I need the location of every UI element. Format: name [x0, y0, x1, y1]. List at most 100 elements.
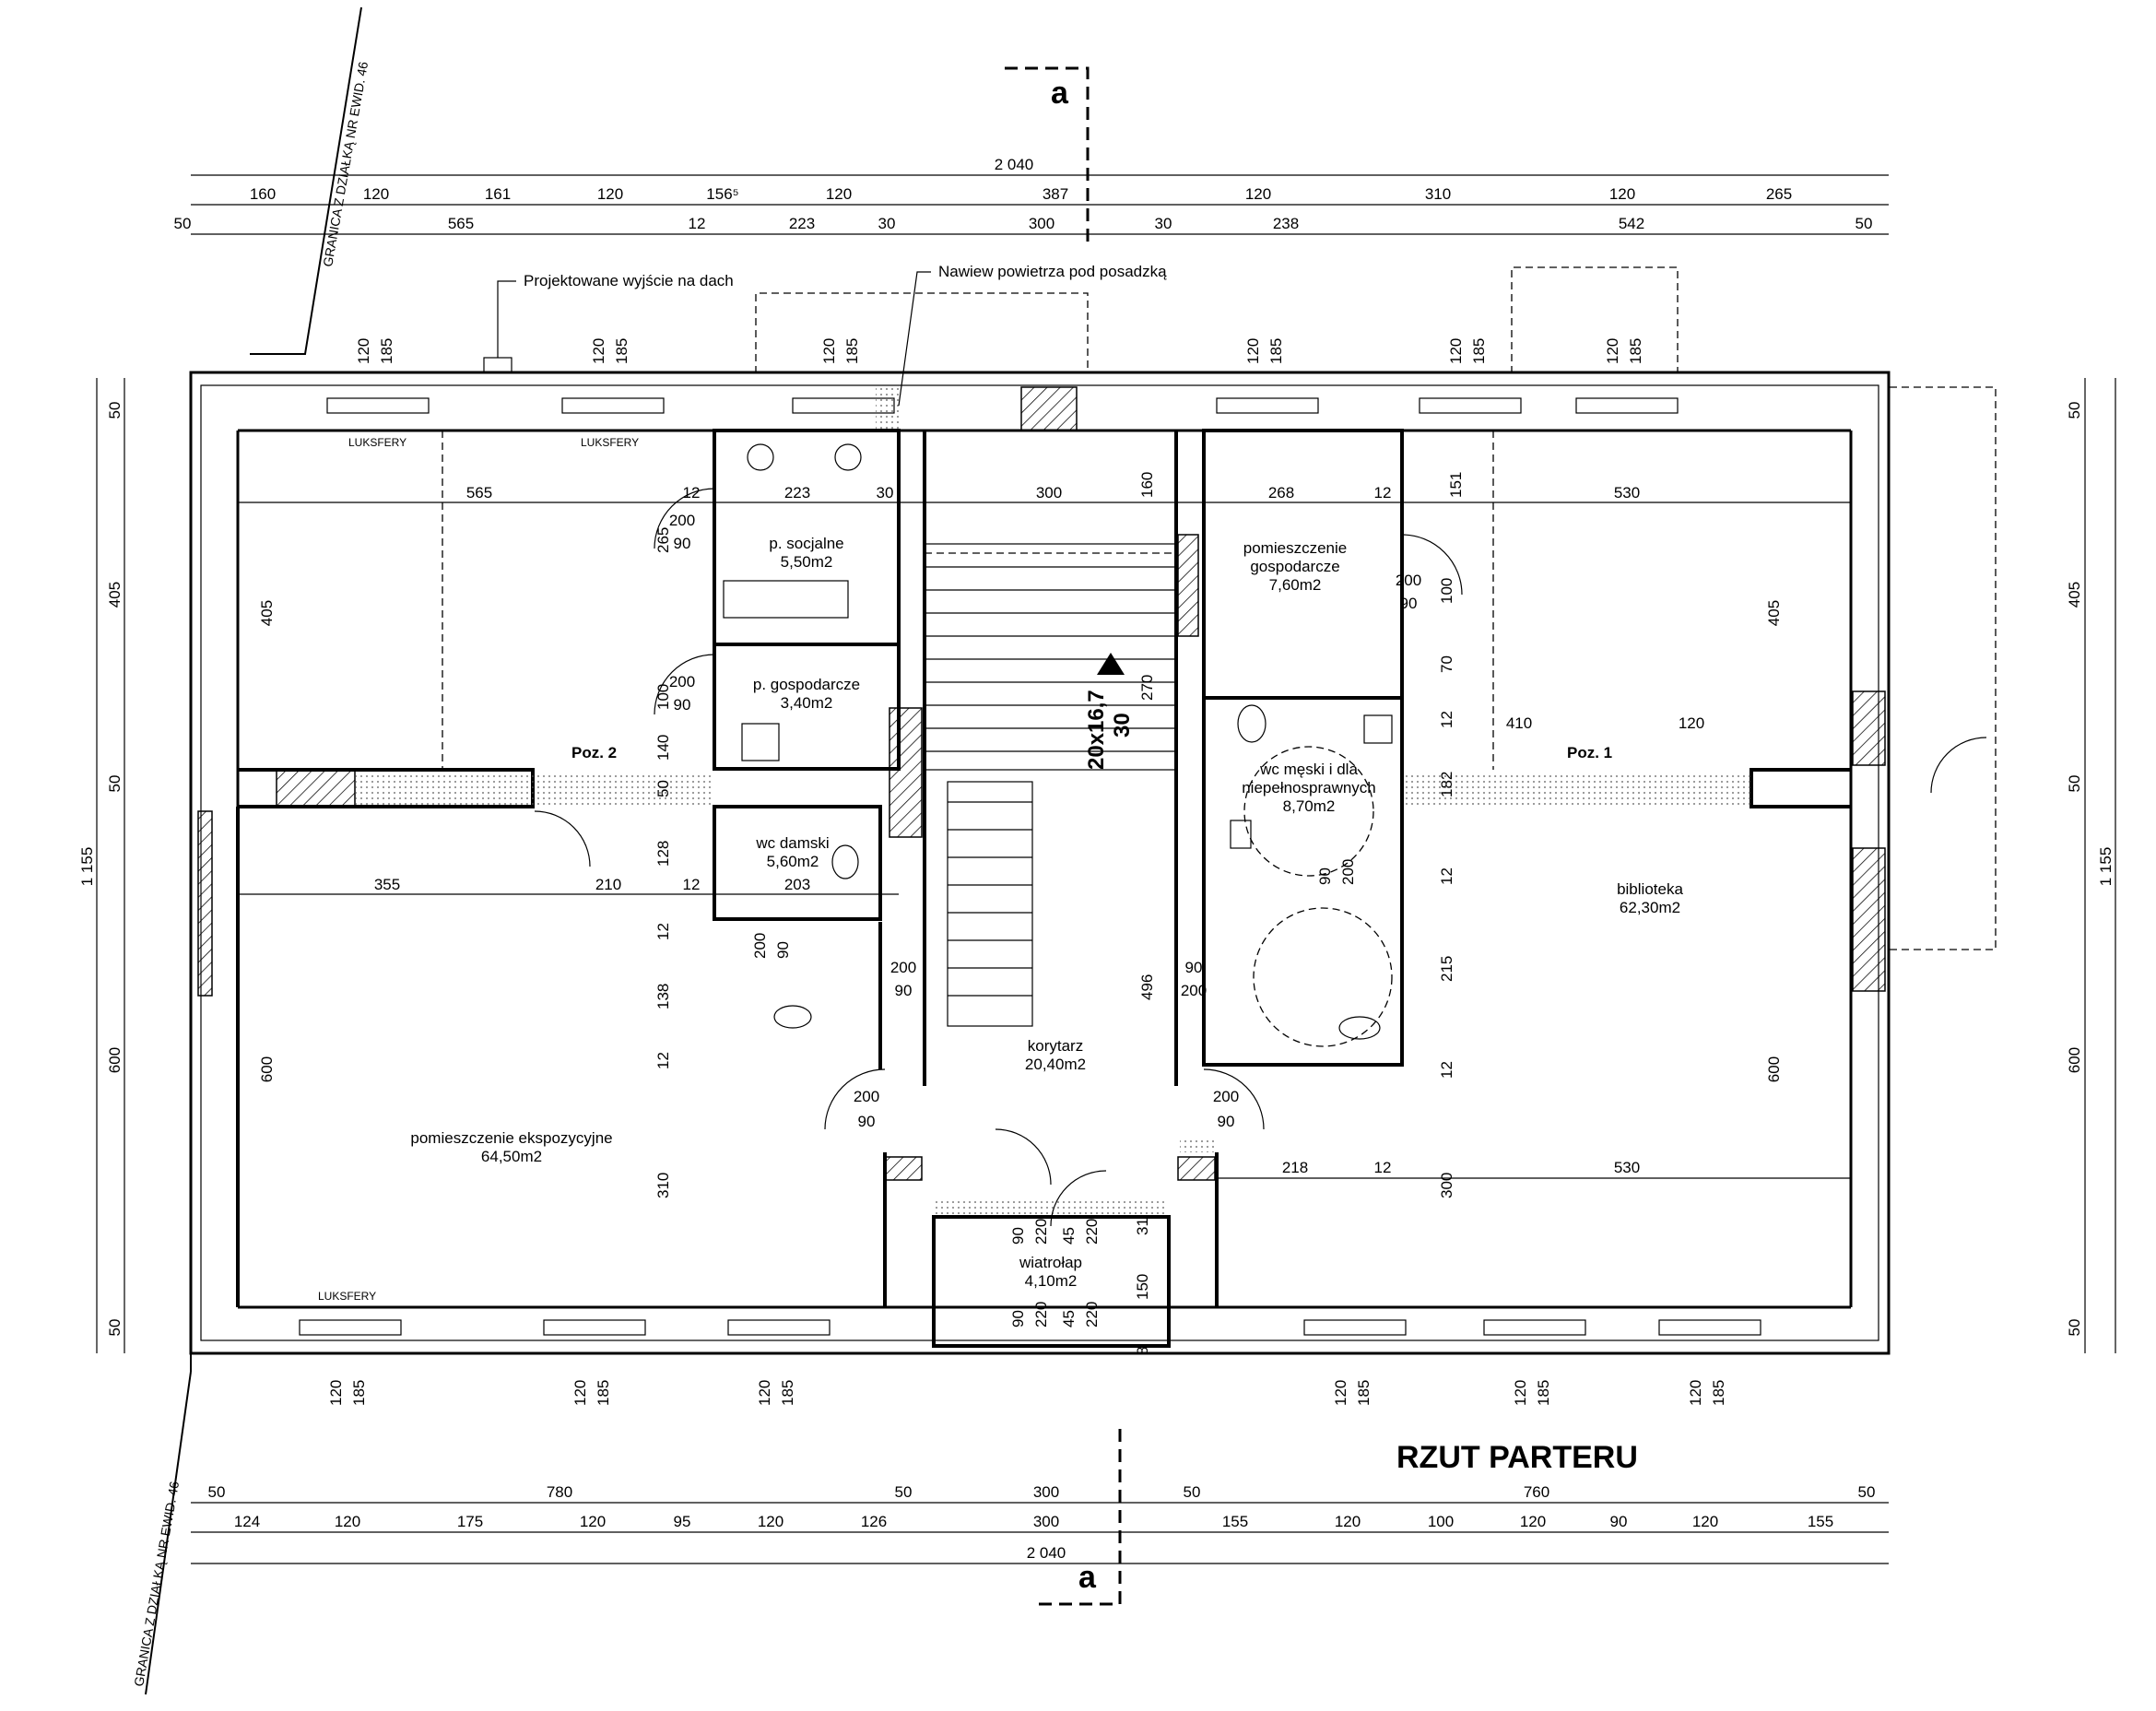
dim-label: 161 [485, 185, 511, 203]
dim-label: 50 [2066, 402, 2083, 419]
boundary-label-bottom: GRANICA Z DZIAŁKĄ NR EWID. 46 [131, 1480, 182, 1687]
dim-label: 70 [1438, 655, 1455, 673]
dim-label: 50 [106, 775, 124, 793]
dim-label: 50 [895, 1483, 913, 1501]
dim-label: 760 [1524, 1483, 1549, 1501]
dim-label: 268 [1268, 484, 1294, 502]
room-name: wiatrołap [1019, 1254, 1082, 1271]
dim-label: 151 [1447, 472, 1465, 498]
room-name-2: niepełnosprawnych [1242, 779, 1376, 796]
dim-label: 565 [448, 215, 474, 232]
dashed-elements [442, 266, 1997, 950]
dim-label: 300 [1036, 484, 1062, 502]
dim-label: 120 [1604, 338, 1621, 364]
dim-label: 120 [1512, 1380, 1529, 1406]
dim-label: 50 [106, 402, 124, 419]
dim-label: 200 [1396, 572, 1421, 589]
dim-label: 120 [1447, 338, 1465, 364]
stair-label-2: 30 [1110, 713, 1135, 738]
luksfery-label: LUKSFERY [581, 436, 639, 449]
dim-label: 12 [683, 876, 701, 893]
room-area: 7,60m2 [1269, 576, 1322, 594]
dim-label: 200 [890, 959, 916, 976]
dim-label: 90 [1009, 1310, 1027, 1328]
luksfery-label: LUKSFERY [318, 1290, 376, 1303]
room-area: 3,40m2 [781, 694, 833, 712]
dim-label: 90 [674, 696, 691, 714]
interior-dimensions: 565 12 223 30 300 268 12 530 160 151 405… [238, 472, 1851, 1355]
dim-label: 200 [1181, 982, 1207, 999]
dim-label: 355 [374, 876, 400, 893]
dim-label: 155 [1222, 1513, 1248, 1530]
room-name: korytarz [1028, 1037, 1083, 1055]
dim-label: 120 [597, 185, 623, 203]
note-air-intake: Nawiew powietrza pod posadzką [938, 263, 1167, 280]
dim-label: 50 [654, 780, 672, 797]
dim-label: 265 [654, 527, 672, 553]
room-area: 4,10m2 [1025, 1272, 1078, 1290]
dim-label: 530 [1614, 484, 1640, 502]
dim-label: 300 [1029, 215, 1054, 232]
dim-label: 405 [258, 600, 276, 626]
dim-label: 31 [1134, 1218, 1151, 1235]
dim-label: 120 [1687, 1380, 1704, 1406]
dim-label: 160 [1138, 472, 1156, 498]
dotted-strips [355, 387, 1752, 1215]
dim-label: 100 [1428, 1513, 1454, 1530]
room-area: 20,40m2 [1025, 1056, 1086, 1073]
toilet-icon [831, 844, 859, 879]
washbasin-icon [773, 1005, 812, 1029]
dim-label: 185 [350, 1380, 368, 1406]
dim-label: 12 [689, 215, 706, 232]
dim-label: 1 155 [78, 847, 96, 887]
dim-label: 120 [1520, 1513, 1546, 1530]
roof-hatch-icon [483, 357, 512, 373]
dim-bottom-overall: 2 040 [1027, 1544, 1066, 1562]
dim-label: 50 [208, 1483, 226, 1501]
dim-label: 200 [854, 1088, 879, 1105]
dim-label: 30 [1155, 215, 1172, 232]
dim-label: 120 [756, 1380, 773, 1406]
dim-label: 120 [327, 1380, 345, 1406]
dim-label: 210 [595, 876, 621, 893]
dim-label: 120 [820, 338, 838, 364]
dim-label: 300 [1033, 1483, 1059, 1501]
dim-label: 175 [457, 1513, 483, 1530]
dim-label: 120 [571, 1380, 589, 1406]
dim-label: 12 [1438, 867, 1455, 885]
left-dimensions: 50 405 50 600 50 1 155 [78, 378, 125, 1353]
dim-label: 600 [258, 1056, 276, 1082]
dim-label: 120 [1679, 714, 1704, 732]
dim-label: 128 [654, 841, 672, 867]
dim-label: 200 [669, 512, 695, 529]
dim-label: 12 [654, 923, 672, 940]
position-label-1: Poz. 1 [1567, 744, 1612, 761]
section-label-bottom: a [1078, 1560, 1097, 1595]
dim-label: 565 [466, 484, 492, 502]
dim-label: 238 [1273, 215, 1299, 232]
washbasin-icon [741, 723, 780, 761]
dim-label: 200 [669, 673, 695, 690]
right-dimensions: 50 405 50 600 50 1 155 [2066, 378, 2116, 1353]
leader-notes: Projektowane wyjście na dach Nawiew powi… [497, 263, 1167, 407]
dim-label: 90 [1316, 867, 1334, 885]
dim-label: 120 [826, 185, 852, 203]
dim-label: 223 [789, 215, 815, 232]
dim-label: 120 [1332, 1380, 1349, 1406]
dim-label: 45 [1060, 1310, 1078, 1328]
room-name-2: gospodarcze [1250, 558, 1339, 575]
dim-label: 126 [861, 1513, 887, 1530]
dim-label: 405 [1765, 600, 1783, 626]
dim-label: 185 [843, 338, 861, 364]
dim-label: 200 [751, 933, 769, 959]
dim-label: 200 [1213, 1088, 1239, 1105]
washbasin-icon [1338, 1016, 1381, 1040]
dim-label: 12 [1438, 711, 1455, 728]
dim-label: 215 [1438, 956, 1455, 982]
dim-label: 120 [335, 1513, 360, 1530]
dim-label: 203 [784, 876, 810, 893]
hatched-walls [197, 386, 1886, 1181]
position-label-2: Poz. 2 [571, 744, 617, 761]
dim-label: 12 [1374, 484, 1392, 502]
